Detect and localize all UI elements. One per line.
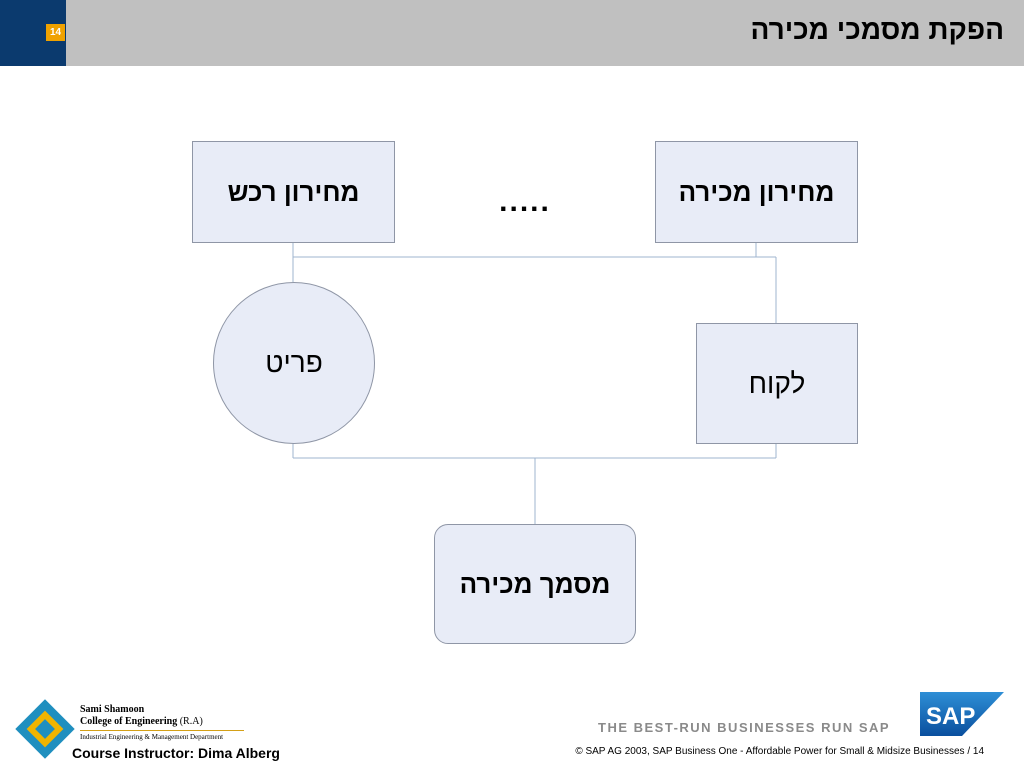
college-divider	[80, 730, 244, 731]
sap-logo: SAP	[920, 692, 1004, 736]
node-sales-document: מסמך מכירה	[434, 524, 636, 644]
node-sales-price-list: מחירון מכירה	[655, 141, 858, 243]
college-line2-text: College of Engineering	[80, 716, 178, 727]
course-instructor: Course Instructor: Dima Alberg	[72, 745, 280, 761]
diagram-ellipsis: .....	[499, 185, 551, 218]
slide-number-badge: 14	[46, 24, 65, 41]
college-name: Sami Shamoon	[80, 704, 145, 715]
sap-logo-text: SAP	[926, 703, 975, 730]
header-bar	[0, 0, 1024, 66]
node-customer: לקוח	[696, 323, 858, 444]
copyright-notice: © SAP AG 2003, SAP Business One - Afford…	[575, 746, 984, 757]
college-line2: College of Engineering (R.A)	[80, 716, 203, 727]
node-item: פריט	[213, 282, 375, 444]
sap-tagline: THE BEST-RUN BUSINESSES RUN SAP	[598, 720, 891, 735]
college-ra: (R.A)	[179, 716, 203, 727]
slide-title: הפקת מסמכי מכירה	[750, 14, 1004, 45]
node-purchase-price-list: מחירון רכש	[192, 141, 395, 243]
college-department: Industrial Engineering & Management Depa…	[80, 733, 224, 741]
